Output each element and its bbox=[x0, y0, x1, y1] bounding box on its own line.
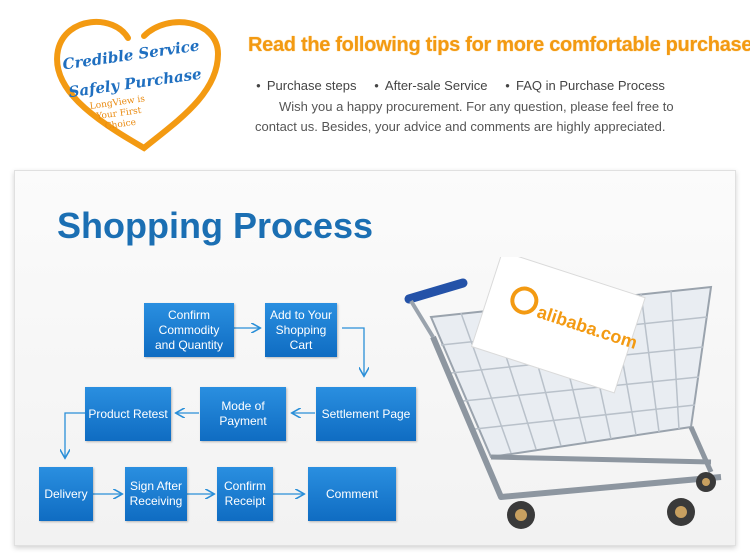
link-faq[interactable]: FAQ in Purchase Process bbox=[505, 78, 665, 93]
heart-outline-icon bbox=[54, 18, 222, 152]
link-purchase-steps[interactable]: Purchase steps bbox=[256, 78, 357, 93]
step-confirm-receipt: Confirm Receipt bbox=[217, 467, 273, 521]
step-delivery: Delivery bbox=[39, 467, 93, 521]
link-after-sale-service[interactable]: After-sale Service bbox=[374, 78, 488, 93]
tips-links: Purchase steps After-sale Service FAQ in… bbox=[256, 78, 679, 93]
shopping-cart-icon: alibaba.com bbox=[404, 257, 722, 529]
cart-wheels bbox=[507, 472, 716, 529]
step-sign-after-receiving: Sign After Receiving bbox=[125, 467, 187, 521]
step-product-retest: Product Retest bbox=[85, 387, 171, 441]
shopping-process-panel: Shopping Process Confirm Commodity and Q… bbox=[14, 170, 736, 546]
step-comment: Comment bbox=[308, 467, 396, 521]
step-settlement-page: Settlement Page bbox=[316, 387, 416, 441]
step-confirm-commodity: Confirm Commodity and Quantity bbox=[144, 303, 234, 357]
step-mode-of-payment: Mode of Payment bbox=[200, 387, 286, 441]
tips-description: Wish you a happy procurement. For any qu… bbox=[255, 99, 674, 134]
tips-title: Read the following tips for more comfort… bbox=[248, 34, 750, 56]
credible-service-badge: Credible Service Safely Purchase LongVie… bbox=[48, 10, 228, 160]
process-title: Shopping Process bbox=[57, 205, 374, 246]
step-add-to-cart: Add to Your Shopping Cart bbox=[265, 303, 337, 357]
